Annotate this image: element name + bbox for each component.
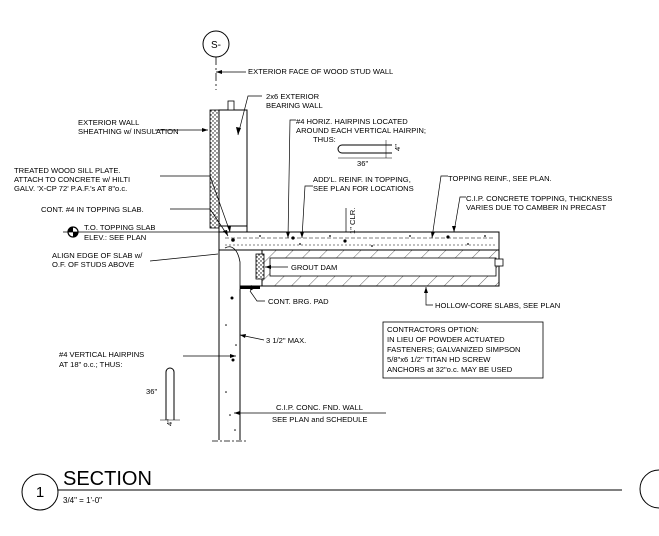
label-contractor-4: 5/8"x6 1/2" TITAN HD SCREW (387, 355, 491, 364)
stud-top-cut (227, 100, 235, 111)
label-clr: 1" CLR. (348, 208, 357, 234)
label-ext-wall-2: SHEATHING w/ INSULATION (78, 127, 179, 136)
arrowheads (202, 70, 456, 415)
label-dim-4-left: 4" (165, 419, 174, 426)
bearing-pad (240, 286, 260, 289)
label-max: 3 1/2" MAX. (266, 336, 306, 345)
title-block: 1 SECTION 3/4" = 1'-0" (21, 468, 659, 511)
label-cip-topping-2: VARIES DUE TO CAMBER IN PRECAST (466, 203, 606, 212)
label-align-2: O.F. OF STUDS ABOVE (52, 260, 134, 269)
adjacent-title-bubble (639, 469, 659, 509)
wall-sheathing-insulation (209, 109, 220, 229)
label-grout-dam: GROUT DAM (291, 263, 337, 272)
label-fnd-wall-1: C.I.P. CONC. FND. WALL (276, 403, 363, 412)
contractor-option-box (382, 321, 544, 379)
label-horiz-hairpin-3: THUS: (313, 135, 336, 144)
label-contractor-3: FASTENERS; GALVANIZED SIMPSON (387, 345, 520, 354)
label-dim-36-top: 36" (357, 159, 368, 168)
hollow-core-slab (240, 249, 504, 289)
label-sill-2: ATTACH TO CONCRETE w/ HILTI (14, 175, 130, 184)
label-contractor-1: CONTRACTORS OPTION: (387, 325, 479, 334)
elevation-marker (63, 226, 219, 238)
grid-bubble: S- (202, 30, 230, 90)
label-vert-hairpin-2: AT 18" o.c.; THUS: (59, 360, 122, 369)
vert-hairpin-sketch (160, 367, 180, 421)
label-sill-1: TREATED WOOD SILL PLATE. (14, 166, 121, 175)
label-horiz-hairpin-1: #4 HORIZ. HAIRPINS LOCATED (296, 117, 408, 126)
label-ext-bearing-1: 2x6 EXTERIOR (266, 92, 320, 101)
label-cont4: CONT. #4 IN TOPPING SLAB. (41, 205, 144, 214)
label-ext-bearing-2: BEARING WALL (266, 101, 323, 110)
label-sill-3: GALV. 'X-CP 72' P.A.F.'s AT 8"o.c. (14, 184, 127, 193)
title-text: SECTION (63, 468, 152, 490)
label-contractor-2: IN LIEU OF POWDER ACTUATED (387, 335, 505, 344)
label-to-topping-2: ELEV.: SEE PLAN (84, 233, 146, 242)
label-addl-reinf-1: ADD'L. REINF. IN TOPPING, (313, 175, 411, 184)
horiz-hairpin-sketch (337, 140, 392, 159)
label-contractor-5: ANCHORS at 32"o.c. MAY BE USED (387, 365, 513, 374)
annotation-labels: EXTERIOR FACE OF WOOD STUD WALL 2x6 EXTE… (14, 67, 612, 426)
label-topping-reinf: TOPPING REINF., SEE PLAN. (448, 174, 552, 183)
label-fnd-wall-2: SEE PLAN and SCHEDULE (272, 415, 367, 424)
title-scale: 3/4" = 1'-0" (63, 496, 102, 505)
grid-bubble-label: S- (211, 40, 221, 51)
title-number: 1 (36, 484, 44, 501)
label-horiz-hairpin-2: AROUND EACH VERTICAL HAIRPIN; (296, 126, 426, 135)
label-dim-4-top: 4" (393, 144, 402, 151)
label-ext-wall-1: EXTERIOR WALL (78, 118, 139, 127)
stud-2x6 (218, 109, 248, 229)
label-hollow-core: HOLLOW-CORE SLABS, SEE PLAN (435, 301, 560, 310)
foundation-wall (212, 246, 256, 442)
label-cip-topping-1: C.I.P. CONCRETE TOPPING, THICKNESS (466, 194, 612, 203)
label-dim-36-left: 36" (146, 387, 157, 396)
label-exterior-face: EXTERIOR FACE OF WOOD STUD WALL (248, 67, 393, 76)
label-align-1: ALIGN EDGE OF SLAB w/ (52, 251, 143, 260)
label-to-topping-1: T.O. TOPPING SLAB (84, 223, 155, 232)
label-addl-reinf-2: SEE PLAN FOR LOCATIONS (313, 184, 414, 193)
label-brg-pad: CONT. BRG. PAD (268, 297, 329, 306)
topping-slab (218, 231, 500, 251)
grout-dam (255, 253, 265, 280)
label-vert-hairpin-1: #4 VERTICAL HAIRPINS (59, 350, 144, 359)
